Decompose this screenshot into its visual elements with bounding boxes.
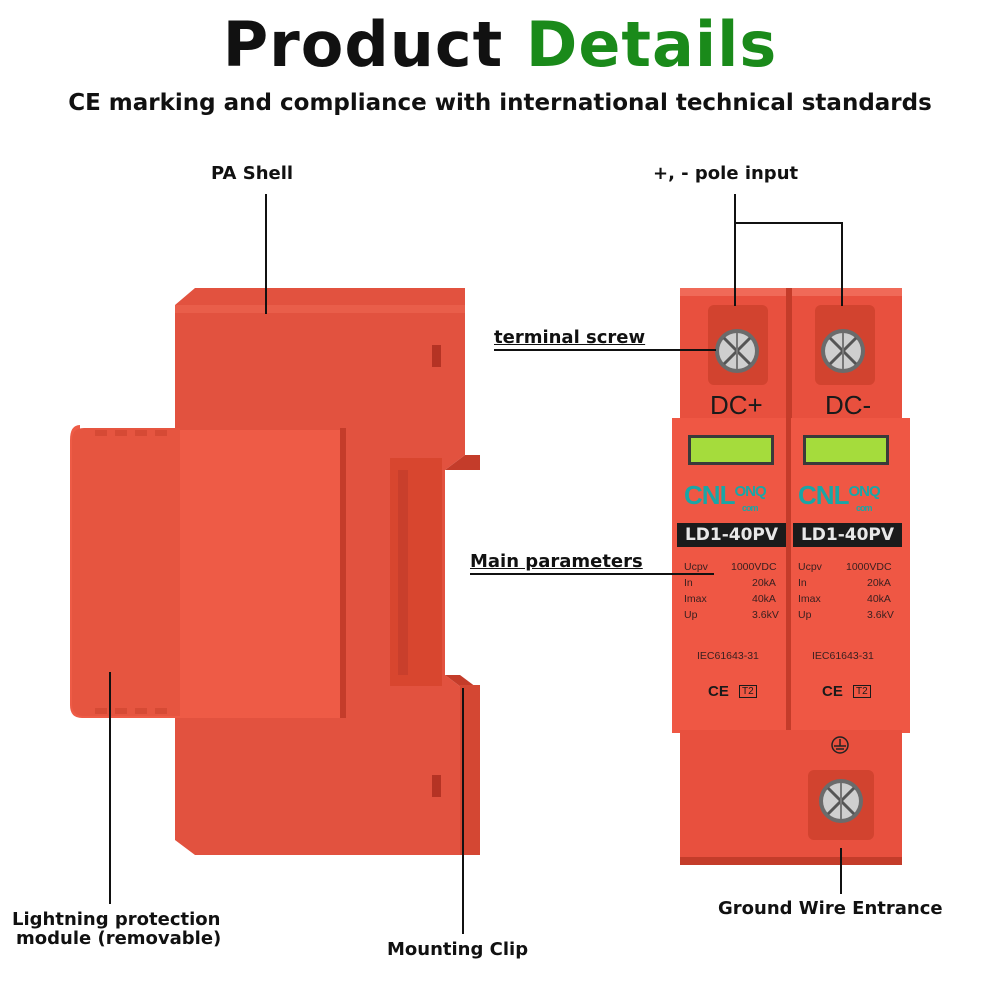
- standard-label-left: IEC61643-31: [697, 650, 759, 662]
- title-word-product: Product: [222, 8, 504, 81]
- terminal-screw-leader: [494, 349, 716, 351]
- pole-input-leader-right: [841, 222, 843, 306]
- label-terminal-screw: terminal screw: [494, 327, 646, 348]
- model-label-right: LD1-40PV: [793, 523, 902, 547]
- terminal-screw-left: [715, 329, 759, 373]
- pole-input-leader-bar: [734, 222, 842, 224]
- label-lightning-line2: module (removable): [16, 928, 222, 949]
- pole-label-dc-plus: DC+: [710, 390, 763, 420]
- t2-mark-left: T2: [739, 685, 757, 698]
- lightning-module-leader: [109, 672, 111, 904]
- label-mounting-clip: Mounting Clip: [387, 939, 529, 960]
- label-pole-input: +, - pole input: [653, 163, 799, 184]
- label-pa-shell: PA Shell: [211, 163, 294, 184]
- main-parameters-leader: [470, 573, 714, 575]
- standard-label-right: IEC61643-31: [812, 650, 874, 662]
- ce-mark-left: CE: [708, 683, 729, 700]
- ground-screw: [819, 779, 863, 823]
- side-view: [70, 288, 480, 855]
- label-lightning-line1: Lightning protection: [12, 909, 221, 930]
- terminal-screw-right: [821, 329, 865, 373]
- page-subtitle: CE marking and compliance with internati…: [68, 90, 932, 116]
- page-title: Product Details: [0, 8, 1000, 81]
- pole-input-leader-left: [734, 194, 736, 306]
- label-ground-wire: Ground Wire Entrance: [718, 898, 943, 919]
- model-label-left: LD1-40PV: [677, 523, 786, 547]
- t2-mark-right: T2: [853, 685, 871, 698]
- pa-shell-leader: [265, 194, 267, 314]
- pole-label-dc-minus: DC-: [825, 390, 872, 420]
- title-word-details: Details: [525, 8, 778, 81]
- ce-mark-right: CE: [822, 683, 843, 700]
- ground-wire-leader: [840, 848, 842, 894]
- label-main-parameters: Main parameters: [470, 551, 643, 572]
- mounting-clip-leader: [462, 688, 464, 934]
